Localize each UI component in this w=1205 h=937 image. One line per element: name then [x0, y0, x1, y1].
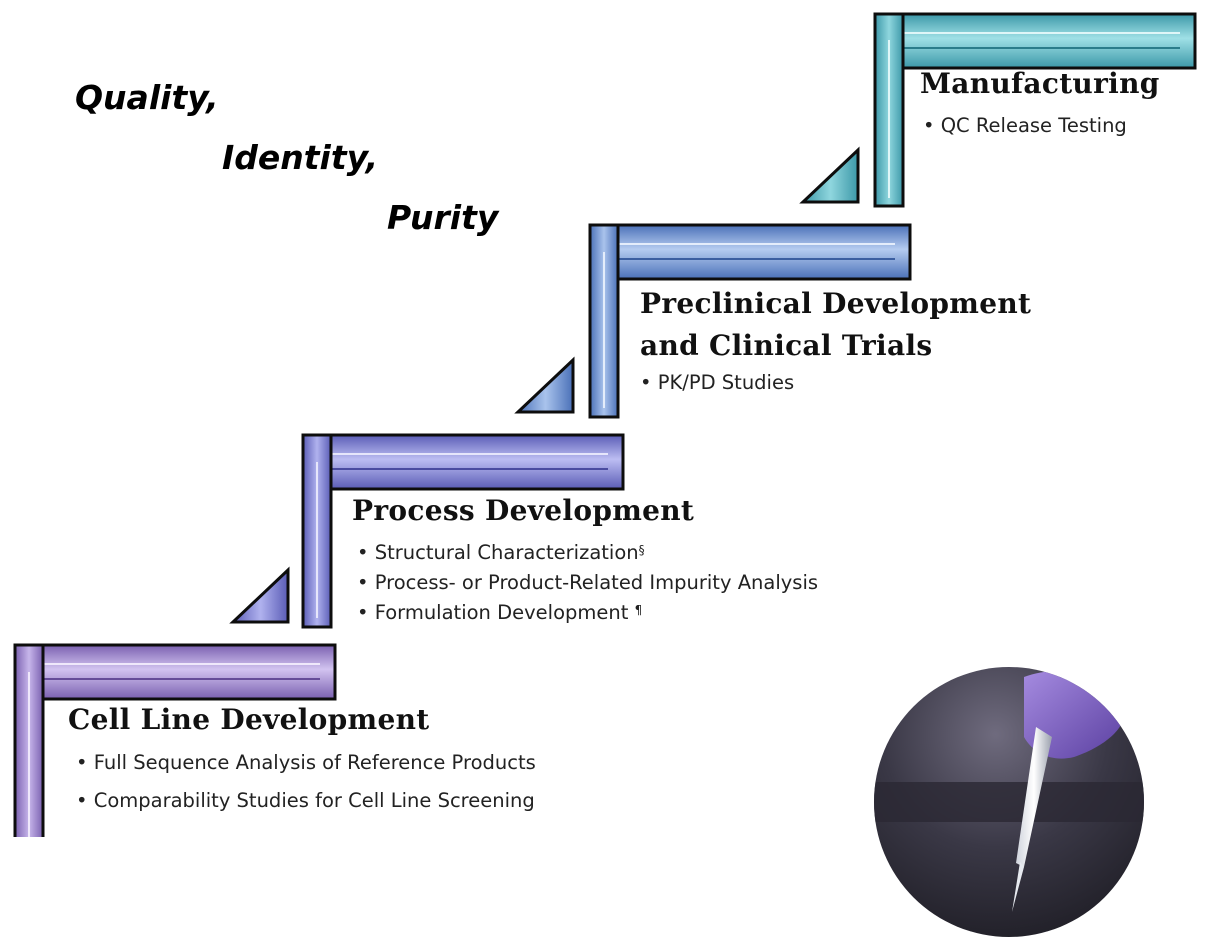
pipette-illustration	[874, 671, 1144, 912]
bullet-text: Formulation Development	[374, 601, 635, 624]
bullet-item: Full Sequence Analysis of Reference Prod…	[76, 748, 536, 778]
section-mark: §	[638, 543, 645, 557]
stage-title-line: Cell Line Development	[68, 703, 430, 736]
stage-title-manufacturing: Manufacturing	[920, 67, 1160, 100]
bullet-item: PK/PD Studies	[640, 368, 794, 398]
bullet-text: PK/PD Studies	[657, 371, 795, 394]
triangle-process	[229, 566, 290, 624]
bullet-item: Process- or Product-Related Impurity Ana…	[357, 568, 818, 598]
bullet-item: Structural Characterization§	[357, 538, 818, 568]
bullet-item: Comparability Studies for Cell Line Scre…	[76, 786, 536, 816]
motto-quality: Quality,	[75, 78, 219, 117]
triangle-preclinical	[514, 356, 575, 414]
bullet-text: QC Release Testing	[940, 114, 1127, 137]
pilcrow-mark: ¶	[634, 603, 643, 617]
triangle-manufacturing	[799, 146, 860, 204]
stage-bullets-cell-line: Full Sequence Analysis of Reference Prod…	[76, 748, 536, 816]
pipette-photo	[874, 667, 1144, 937]
stage-title-process: Process Development	[352, 494, 694, 527]
stage-title-line: and Clinical Trials	[640, 329, 933, 362]
stage-title-line: Preclinical Development	[640, 287, 1032, 320]
motto-identity: Identity,	[222, 138, 379, 177]
stage-title-preclinical: Preclinical Development and Clinical Tri…	[640, 283, 1031, 367]
stage-title-cell-line: Cell Line Development	[68, 703, 429, 736]
stage-bullets-preclinical: PK/PD Studies	[640, 368, 794, 398]
stage-title-line: Process Development	[352, 494, 695, 527]
bullet-text: Process- or Product-Related Impurity Ana…	[374, 571, 819, 594]
step-manufacturing	[799, 12, 1197, 208]
step-preclinical	[514, 223, 912, 419]
bullet-item: QC Release Testing	[923, 111, 1127, 141]
bullet-text: Comparability Studies for Cell Line Scre…	[93, 789, 535, 812]
staircase-graphic	[13, 12, 1197, 837]
bullet-item: Formulation Development ¶	[357, 598, 818, 628]
step-process	[229, 433, 625, 629]
stage-bullets-manufacturing: QC Release Testing	[923, 111, 1127, 141]
bullet-text: Structural Characterization	[374, 541, 639, 564]
stage-title-line: Manufacturing	[920, 67, 1160, 100]
stage-bullets-process: Structural Characterization§ Process- or…	[357, 538, 818, 628]
bullet-text: Full Sequence Analysis of Reference Prod…	[93, 751, 536, 774]
motto-purity: Purity	[387, 198, 499, 237]
step-cell-line	[13, 643, 337, 837]
